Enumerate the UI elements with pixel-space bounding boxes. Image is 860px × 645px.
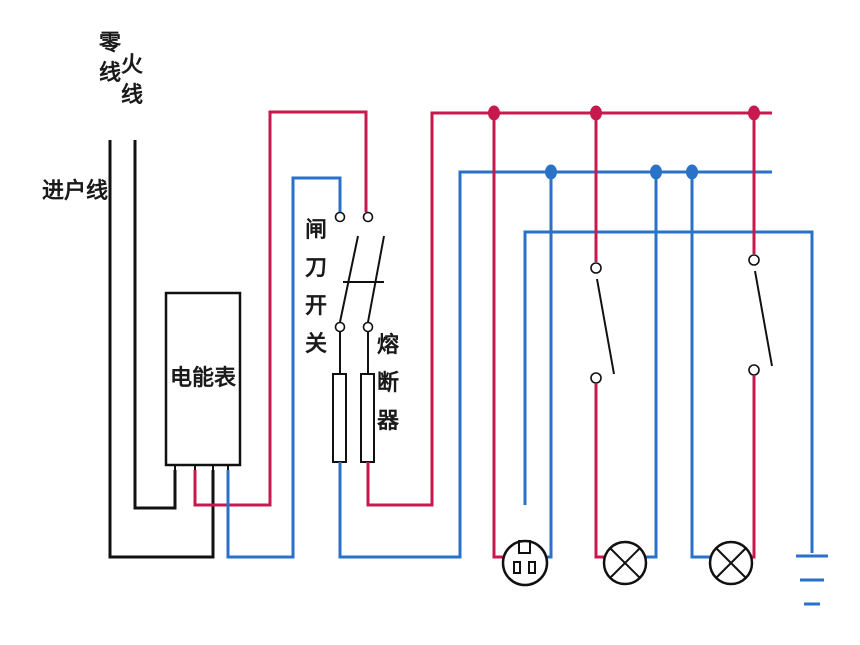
incoming-wires: [108, 140, 215, 559]
fuses: [332, 332, 375, 463]
knife-switch: [334, 211, 385, 333]
label-text: 进户线: [42, 178, 108, 204]
label-glyph: 器: [376, 409, 400, 434]
live-wire-house: [366, 111, 772, 507]
lamp1-live-return: [594, 384, 606, 559]
label-glyph: 线: [121, 82, 143, 108]
switch-icon: [748, 254, 773, 376]
ground-icon: [796, 554, 828, 606]
live-wire-meter-out: [193, 110, 368, 507]
label-glyph: 零: [98, 31, 122, 56]
label-glyph: 断: [377, 370, 399, 396]
neutral-wire-house: [338, 170, 772, 559]
label-glyph: 刀: [305, 256, 327, 281]
lamp-icon: [708, 540, 754, 586]
energy-meter: 电能表: [164, 291, 242, 472]
label-glyph: 熔: [377, 332, 400, 358]
lamp2-neutral-branch: [690, 172, 714, 559]
lamp2-live-return: [750, 376, 756, 559]
meter-label: 电能表: [170, 365, 237, 391]
lamp-icon: [602, 540, 648, 586]
label-glyph: 开: [305, 294, 327, 319]
socket-live-branch: [492, 113, 508, 559]
label-glyph: 闸: [305, 218, 327, 243]
label-glyph: 火: [121, 53, 143, 78]
lamp1-neutral-branch: [644, 172, 658, 559]
label-service-line: 进户线: [42, 178, 108, 204]
socket-icon: [501, 539, 549, 587]
label-live-wire: 火线: [121, 53, 143, 108]
label-glyph: 线: [99, 60, 121, 86]
neutral-wire-meter-out: [226, 176, 342, 559]
label-glyph: 关: [305, 332, 327, 357]
earth-wire: [523, 230, 814, 553]
label-fuse: 熔断器: [376, 332, 400, 434]
socket-neutral-branch: [538, 172, 553, 559]
label-neutral-wire: 零线: [98, 31, 122, 86]
junction-dots: [488, 105, 760, 180]
switch-icon: [590, 262, 615, 384]
